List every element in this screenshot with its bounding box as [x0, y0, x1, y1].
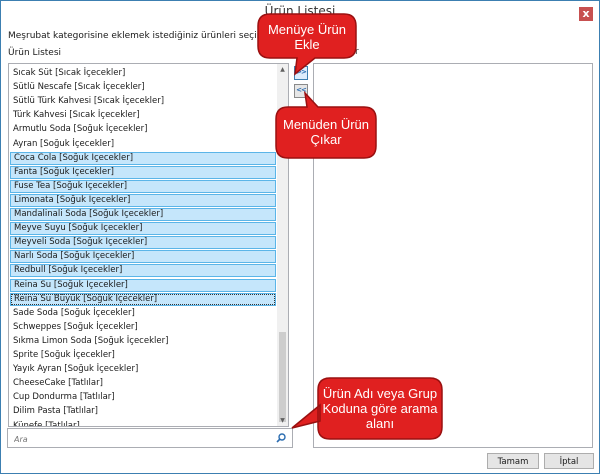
list-item[interactable]: Fanta [Soğuk İçecekler] [10, 165, 276, 179]
cancel-button[interactable]: İptal [544, 453, 594, 469]
list-item[interactable]: Sade Soda [Soğuk İçecekler] [13, 307, 135, 318]
window-title: Ürün Listesi [264, 4, 336, 18]
list-item[interactable]: Meyveli Soda [Soğuk İçecekler] [10, 236, 276, 250]
search-input[interactable] [12, 431, 276, 447]
scroll-up-icon[interactable]: ▲ [280, 66, 285, 73]
instruction-text: Meşrubat kategorisine eklemek istediğini… [8, 31, 270, 41]
remove-from-menu-button[interactable]: << [294, 84, 308, 98]
close-button[interactable]: x [579, 7, 593, 21]
scroll-thumb[interactable] [279, 332, 286, 422]
list-item[interactable]: Ayran [Soğuk İçecekler] [13, 138, 115, 149]
list-item[interactable]: Dilim Pasta [Tatlılar] [13, 406, 98, 417]
search-field[interactable] [7, 428, 293, 448]
close-icon: x [582, 7, 590, 20]
menu-list-label: r [355, 47, 359, 57]
add-to-menu-button[interactable]: >> [294, 66, 308, 80]
list-item[interactable]: Reina Su Büyük [Soğuk İçecekler] [10, 292, 276, 306]
ok-button[interactable]: Tamam [487, 453, 539, 469]
list-item[interactable]: Sütlü Türk Kahvesi [Sıcak İçecekler] [13, 96, 165, 107]
list-item[interactable]: Künefe [Tatlılar] [13, 420, 80, 427]
callout-add-text: Menüye Ürün Ekle [267, 22, 347, 52]
list-item[interactable]: Redbull [Soğuk İçecekler] [10, 264, 276, 278]
product-list-label: Ürün Listesi [8, 48, 62, 58]
callout-remove-text: Menüden Ürün Çıkar [283, 117, 369, 147]
list-item[interactable]: Türk Kahvesi [Sıcak İçecekler] [13, 110, 140, 121]
list-item[interactable]: Coca Cola [Soğuk İçecekler] [10, 151, 276, 165]
list-item[interactable]: Limonata [Soğuk İçecekler] [10, 193, 276, 207]
list-item[interactable]: Fuse Tea [Soğuk İçecekler] [10, 179, 276, 193]
list-item[interactable]: Reina Su [Soğuk İçecekler] [10, 278, 276, 292]
list-item[interactable]: Schweppes [Soğuk İçecekler] [13, 321, 138, 332]
list-item[interactable]: Yayık Ayran [Soğuk İçecekler] [13, 364, 139, 375]
list-item[interactable]: Armutlu Soda [Soğuk İçecekler] [13, 124, 148, 135]
list-item[interactable]: Sıcak Süt [Sıcak İçecekler] [13, 68, 126, 78]
callout-search-text: Ürün Adı veya Grup Koduna göre arama ala… [322, 386, 438, 431]
list-item[interactable]: Sütlü Nescafe [Sıcak İçecekler] [13, 82, 145, 93]
search-icon[interactable] [276, 433, 286, 443]
list-item[interactable]: Mandalinali Soda [Soğuk İçecekler] [10, 208, 276, 221]
product-listbox[interactable]: Künefe [Tatlılar] Dilim Pasta [Tatlılar] C… [8, 63, 289, 427]
list-item[interactable]: Cup Dondurma [Tatlılar] [13, 392, 115, 403]
list-item[interactable]: Sprite [Soğuk İçecekler] [13, 350, 115, 360]
list-item[interactable]: Meyve Suyu [Soğuk İçecekler] [10, 222, 276, 236]
scroll-down-icon[interactable]: ▼ [280, 417, 285, 424]
list-item[interactable]: CheeseCake [Tatlılar] [13, 378, 103, 389]
list-item[interactable]: Narlı Soda [Soğuk İçecekler] [10, 250, 276, 264]
list-item[interactable]: Sıkma Limon Soda [Soğuk İçecekler] [13, 335, 169, 346]
